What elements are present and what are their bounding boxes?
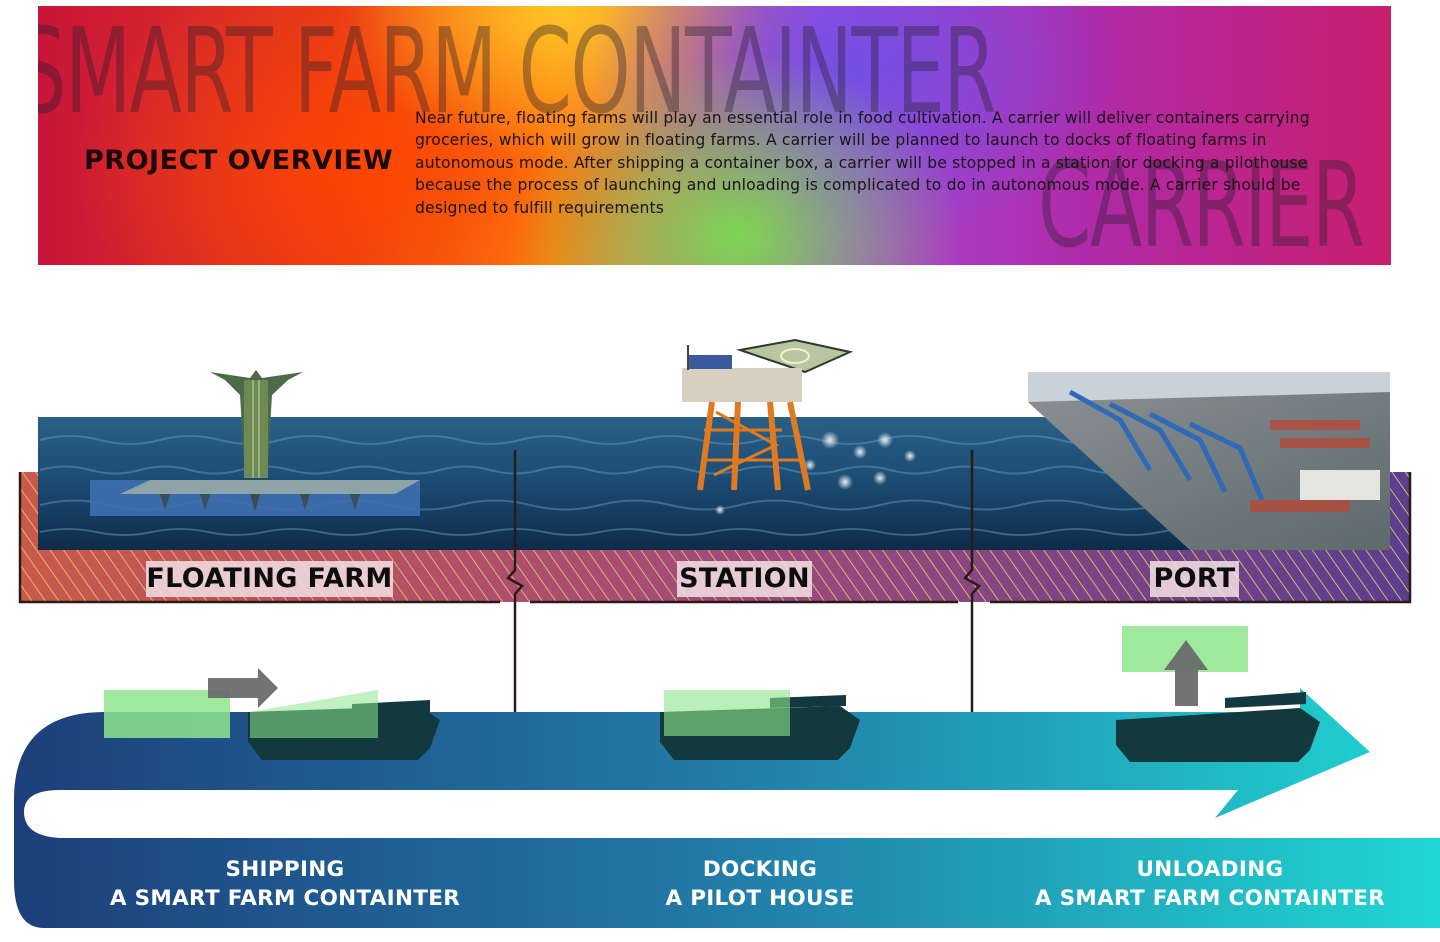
overview-paragraph: Near future, floating farms will play an…: [415, 109, 1310, 217]
project-overview-banner: SMART FARM CONTAINTER CARRIER PROJECT OV…: [38, 6, 1391, 265]
container-port-icon: [1028, 372, 1390, 550]
stage-shipping-line2: A SMART FARM CONTAINTER: [109, 886, 461, 911]
boat-unloading: [1116, 626, 1320, 762]
boat-shipping: [104, 668, 440, 760]
boat-docking: [660, 690, 860, 760]
stage-docking-line1: DOCKING: [702, 857, 818, 882]
background-subtitle: CARRIER: [1038, 136, 1365, 265]
stage-docking-line2: A PILOT HOUSE: [665, 886, 855, 911]
location-label-port: PORT: [1150, 561, 1239, 597]
location-label-floating-farm: FLOATING FARM: [146, 561, 393, 597]
overview-heading: PROJECT OVERVIEW: [84, 145, 394, 176]
offshore-platform-icon: [682, 338, 854, 491]
stage-shipping: SHIPPING A SMART FARM CONTAINTER: [100, 855, 470, 913]
location-label-station: STATION: [677, 561, 812, 597]
floating-farm-tower-icon: [90, 370, 420, 516]
stage-docking: DOCKING A PILOT HOUSE: [620, 855, 900, 913]
stage-unloading-line2: A SMART FARM CONTAINTER: [1034, 886, 1386, 911]
stage-unloading-line1: UNLOADING: [1136, 857, 1284, 882]
background-title: SMART FARM CONTAINTER: [38, 6, 996, 140]
stage-unloading: UNLOADING A SMART FARM CONTAINTER: [1025, 855, 1395, 913]
stage-shipping-line1: SHIPPING: [225, 857, 345, 882]
section-dividers: [506, 450, 981, 712]
